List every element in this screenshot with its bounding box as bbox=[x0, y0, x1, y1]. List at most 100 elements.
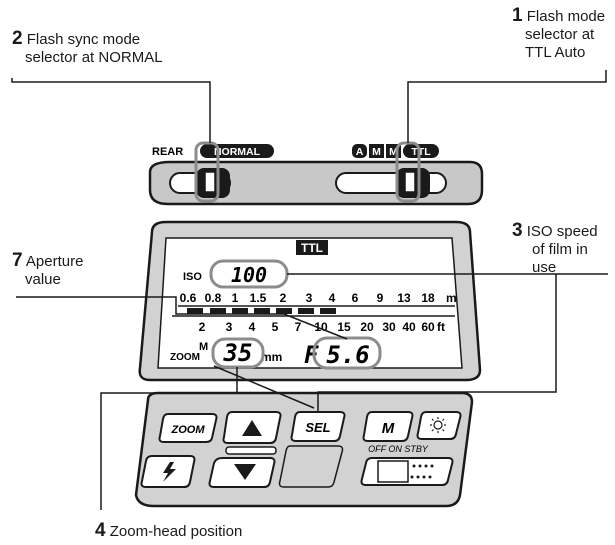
leader-line-3b bbox=[317, 274, 557, 412]
callout-text: Flash sync mode bbox=[26, 31, 141, 48]
sync-normal-label: NORMAL bbox=[214, 146, 261, 158]
leader-line-zoom bbox=[213, 365, 315, 409]
callout-text: selector at bbox=[525, 26, 595, 43]
mode-ttl-label: TTL bbox=[411, 146, 431, 158]
range-bar-segment bbox=[187, 308, 203, 314]
leader-line-4 bbox=[100, 367, 238, 510]
range-bar-segment bbox=[210, 308, 226, 314]
callout-text: Flash mode bbox=[526, 8, 606, 25]
callout-number: 1 bbox=[512, 5, 523, 26]
range-bar-segment bbox=[276, 308, 292, 314]
lcd-zoom-label: ZOOM bbox=[170, 352, 200, 363]
meter-unit: m bbox=[446, 291, 457, 305]
feet-tick-label: 5 bbox=[272, 320, 279, 334]
callout-number: 7 bbox=[12, 250, 23, 271]
sel-button-label: SEL bbox=[305, 420, 330, 435]
meter-tick-label: 1 bbox=[232, 291, 239, 305]
callout-text: Aperture bbox=[25, 253, 84, 270]
meter-tick-label: 18 bbox=[421, 291, 435, 305]
range-bars bbox=[187, 308, 336, 314]
callout-text: use bbox=[532, 259, 557, 276]
feet-tick-label: 30 bbox=[382, 320, 396, 334]
feet-tick-label: 20 bbox=[360, 320, 374, 334]
leader-line-1 bbox=[407, 70, 607, 143]
feet-tick-label: 60 bbox=[421, 320, 435, 334]
meter-tick-label: 3 bbox=[306, 291, 313, 305]
callout-number: 2 bbox=[12, 28, 23, 49]
lcd-ttl-badge bbox=[296, 240, 328, 255]
feet-tick-label: 15 bbox=[337, 320, 351, 334]
range-bar-segment bbox=[298, 308, 314, 314]
mode-knob-grip bbox=[404, 171, 416, 193]
mode-m-label: M bbox=[372, 146, 381, 158]
mode-a-pill bbox=[352, 144, 367, 158]
aperture-highlight bbox=[312, 336, 382, 370]
feet-tick-label: 3 bbox=[226, 320, 233, 334]
leader-line-2 bbox=[11, 78, 211, 143]
light-button[interactable] bbox=[416, 411, 462, 440]
center-key bbox=[278, 445, 344, 488]
sync-rear-label: REAR bbox=[152, 146, 183, 158]
light-icon bbox=[430, 417, 446, 433]
callout-text: Zoom-head position bbox=[109, 523, 243, 540]
callout-sync-mode: 2 Flash sync mode selector at NORMAL bbox=[12, 28, 163, 67]
zoom-button[interactable] bbox=[158, 413, 218, 443]
mode-m-pill bbox=[369, 144, 384, 158]
feet-tick-label: 2 bbox=[199, 320, 206, 334]
callout-iso: 3 ISO speed of film in use bbox=[512, 220, 598, 277]
zoom-highlight bbox=[211, 337, 265, 369]
meter-tick-label: 6 bbox=[352, 291, 359, 305]
power-switch-knob[interactable] bbox=[377, 460, 409, 483]
zoom-button-label: ZOOM bbox=[171, 424, 206, 436]
m-button[interactable] bbox=[362, 411, 414, 442]
lcd-iso-value: 100 bbox=[231, 263, 267, 287]
meter-tick-label: 13 bbox=[397, 291, 411, 305]
range-bar-segment bbox=[320, 308, 336, 314]
meter-tick-label: 2 bbox=[280, 291, 287, 305]
meter-tick-label: 0.6 bbox=[180, 291, 197, 305]
rocker-divider bbox=[225, 446, 277, 455]
callout-text: TTL Auto bbox=[525, 44, 586, 61]
feet-unit: ft bbox=[437, 320, 445, 334]
feet-tick-label: 7 bbox=[295, 320, 302, 334]
callout-aperture: 7 Aperture value bbox=[12, 250, 84, 289]
range-bar-segment bbox=[254, 308, 270, 314]
switch-grip-icon bbox=[410, 464, 434, 479]
lcd-ttl-text: TTL bbox=[301, 241, 323, 255]
mode-ttl-pill bbox=[403, 144, 439, 158]
feet-tick-label: 4 bbox=[249, 320, 256, 334]
sync-highlight bbox=[194, 141, 220, 203]
arrow-up-icon bbox=[242, 420, 262, 436]
meter-scale: 0.6 0.8 1 1.5 2 3 4 6 9 13 18 bbox=[180, 291, 435, 305]
power-switch-label: OFF ON STBY bbox=[368, 444, 429, 454]
callout-zoom-head: 4 Zoom-head position bbox=[95, 520, 243, 541]
arrow-down-icon bbox=[234, 464, 256, 480]
mode-a-label: A bbox=[356, 146, 364, 158]
lcd-iso-label: ISO bbox=[183, 271, 202, 283]
lcd-screen bbox=[157, 237, 463, 369]
callout-flash-mode: 1 Flash mode selector at TTL Auto bbox=[512, 5, 606, 62]
callout-text: ISO speed bbox=[526, 223, 598, 240]
callout-text: selector at NORMAL bbox=[25, 49, 163, 66]
callout-number: 3 bbox=[512, 220, 523, 241]
leader-line-7 bbox=[16, 296, 348, 340]
sync-knob-grip bbox=[204, 171, 216, 193]
flash-bolt-icon bbox=[163, 462, 176, 482]
meter-tick-label: 0.8 bbox=[205, 291, 222, 305]
meter-tick-label: 9 bbox=[377, 291, 384, 305]
range-bar-segment bbox=[232, 308, 248, 314]
lcd-zoom-mode: M bbox=[199, 341, 208, 353]
feet-tick-label: 40 bbox=[402, 320, 416, 334]
meter-tick-label: 4 bbox=[329, 291, 336, 305]
sel-button[interactable] bbox=[290, 411, 346, 442]
lcd-zoom-value: 35 bbox=[223, 339, 253, 367]
mode-manual-label: M bbox=[389, 146, 398, 158]
callout-text: value bbox=[25, 271, 61, 288]
callout-text: of film in bbox=[532, 241, 588, 258]
lcd-zoom-unit: mm bbox=[261, 350, 282, 364]
m-button-label: M bbox=[382, 420, 395, 437]
callout-number: 4 bbox=[95, 520, 106, 541]
meter-tick-label: 1.5 bbox=[250, 291, 267, 305]
